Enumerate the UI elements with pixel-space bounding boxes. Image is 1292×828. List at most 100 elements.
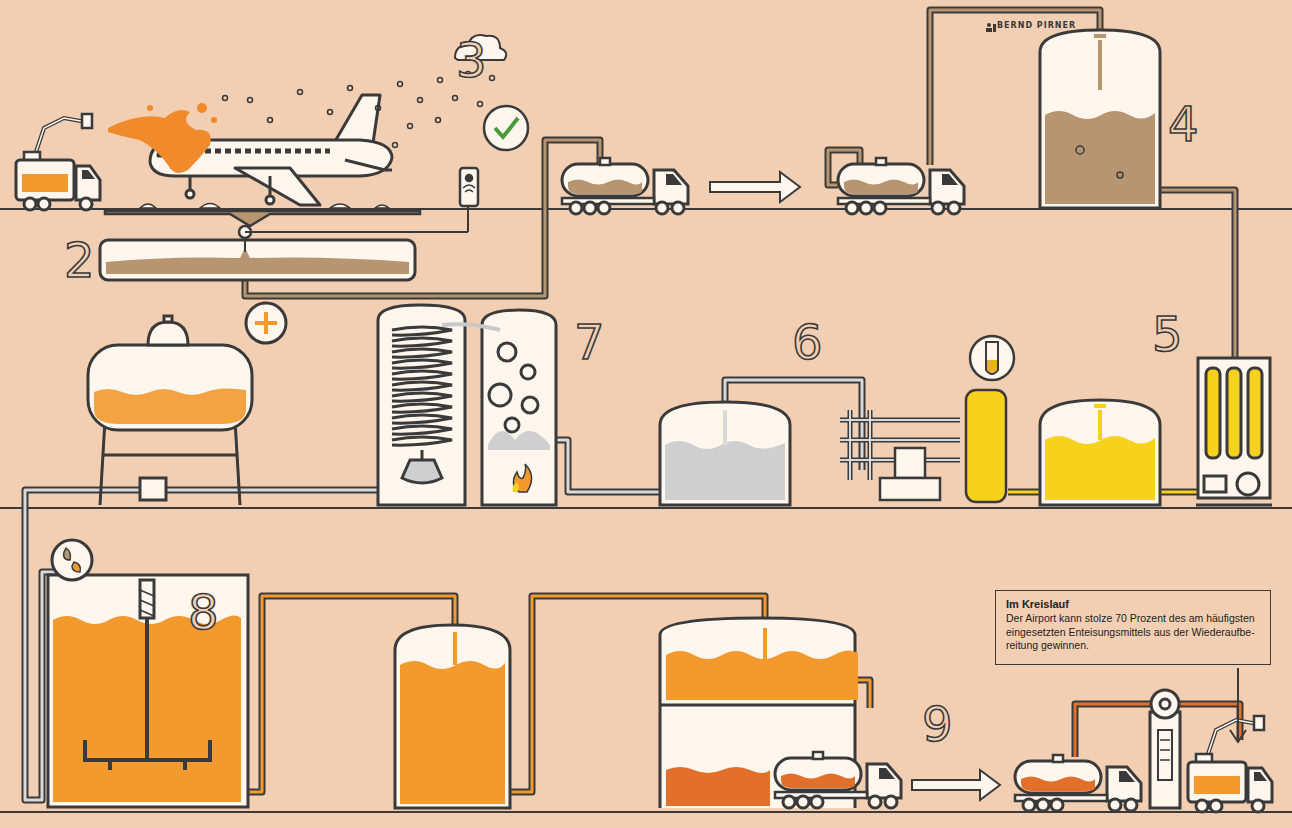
- deicing-spray: [197, 103, 207, 113]
- flow-arrow: [912, 770, 1000, 800]
- leader-arrow: [1230, 668, 1246, 742]
- condenser-coil: [392, 393, 452, 401]
- additive-tank: [246, 303, 286, 343]
- condenser-coil: [392, 426, 452, 434]
- flow-arrow: [912, 770, 1000, 800]
- storage-tank: [1040, 30, 1160, 208]
- deicing-spray: [108, 103, 217, 173]
- pipes: [1075, 704, 1150, 757]
- analysis-machine: [966, 390, 1006, 502]
- distillation-unit: [513, 482, 520, 492]
- sensor: [467, 206, 469, 232]
- condenser-coil: [392, 382, 452, 390]
- storage-tank: [1040, 30, 1160, 208]
- analysis-machine: [970, 336, 1014, 380]
- author-icon: [993, 24, 996, 32]
- airplane: [195, 149, 330, 154]
- sensor: [245, 106, 528, 232]
- yellow-tank: [1040, 400, 1160, 505]
- snow: [438, 78, 443, 83]
- pump-column: [1151, 690, 1179, 718]
- analysis-machine: [895, 448, 925, 478]
- mixer: [85, 740, 210, 770]
- airplane: [345, 160, 392, 170]
- distillation-unit: [505, 418, 519, 432]
- analysis-machine: [840, 410, 960, 480]
- callout-number: 3: [456, 36, 487, 84]
- mixer: [145, 618, 149, 760]
- additive-tank: [164, 316, 172, 322]
- condenser-coil: [392, 360, 452, 368]
- mixer: [72, 562, 80, 572]
- callout-number: 8: [188, 588, 219, 636]
- distillation-unit: [489, 384, 511, 406]
- additive-tank: [148, 322, 188, 345]
- collection-platform: [105, 211, 420, 226]
- storage-tank: [1045, 111, 1155, 204]
- sensor: [463, 185, 475, 192]
- grey-tank: [723, 410, 727, 445]
- mixer: [140, 580, 154, 618]
- snow: [418, 98, 423, 103]
- deicing-spray: [211, 117, 217, 123]
- leader-arrow: [1230, 668, 1246, 742]
- filter-unit: [1196, 504, 1272, 507]
- distillation-unit: [378, 305, 556, 505]
- additive-tank: [103, 454, 237, 457]
- snow-piles: [375, 205, 389, 208]
- additive-tank: [140, 478, 166, 500]
- filter-unit: [1237, 473, 1259, 495]
- sensor: [466, 175, 472, 181]
- tanker-truck: [838, 158, 964, 214]
- drain-tank: [100, 238, 415, 280]
- tanker-truck: [1015, 755, 1141, 811]
- snow-piles: [140, 204, 156, 208]
- filter-unit: [1248, 368, 1262, 458]
- snow: [408, 124, 413, 129]
- ground-lines: [0, 811, 1292, 813]
- collection-platform: [105, 211, 420, 238]
- deicing-spray: [108, 110, 211, 173]
- airplane: [266, 196, 274, 204]
- condenser-coil: [392, 415, 452, 423]
- distillation-unit: [522, 397, 538, 413]
- tanker-truck: [562, 158, 688, 214]
- info-box: Im KreislaufDer Airport kann stolze 70 P…: [995, 590, 1271, 665]
- callout-number: 6: [792, 318, 823, 366]
- filling-station: [666, 650, 858, 700]
- airplane: [186, 190, 194, 198]
- product-tank: [395, 625, 510, 808]
- mixer: [52, 540, 92, 580]
- snow: [436, 118, 441, 123]
- mixer: [140, 590, 154, 616]
- filling-station: [660, 704, 855, 707]
- analysis-machine: [986, 342, 998, 374]
- drain-tank: [106, 248, 409, 274]
- pipes: [1008, 489, 1040, 496]
- distillation-unit: [488, 431, 550, 450]
- additive-tank: [235, 420, 240, 505]
- snow: [328, 110, 333, 115]
- distillation-unit: [521, 365, 535, 379]
- snow-piles: [140, 204, 389, 209]
- filling-station: [666, 767, 770, 806]
- snow-piles: [200, 204, 220, 209]
- snow: [478, 102, 483, 107]
- pipes: [1075, 704, 1150, 757]
- yellow-tank: [1094, 406, 1106, 440]
- drain-tank: [100, 240, 415, 280]
- deicing-truck: [16, 114, 100, 210]
- callout-number: 5: [1152, 310, 1183, 358]
- additive-tank: [255, 312, 277, 334]
- author-icon: [986, 23, 996, 32]
- author-icon: [987, 23, 991, 27]
- pump-column: [1150, 690, 1180, 808]
- additive-tank: [94, 388, 246, 424]
- distillation-unit: [421, 450, 424, 460]
- pump-column: [1158, 730, 1172, 780]
- airplane: [269, 176, 272, 196]
- pump-column: [1160, 699, 1170, 709]
- snow: [268, 118, 273, 123]
